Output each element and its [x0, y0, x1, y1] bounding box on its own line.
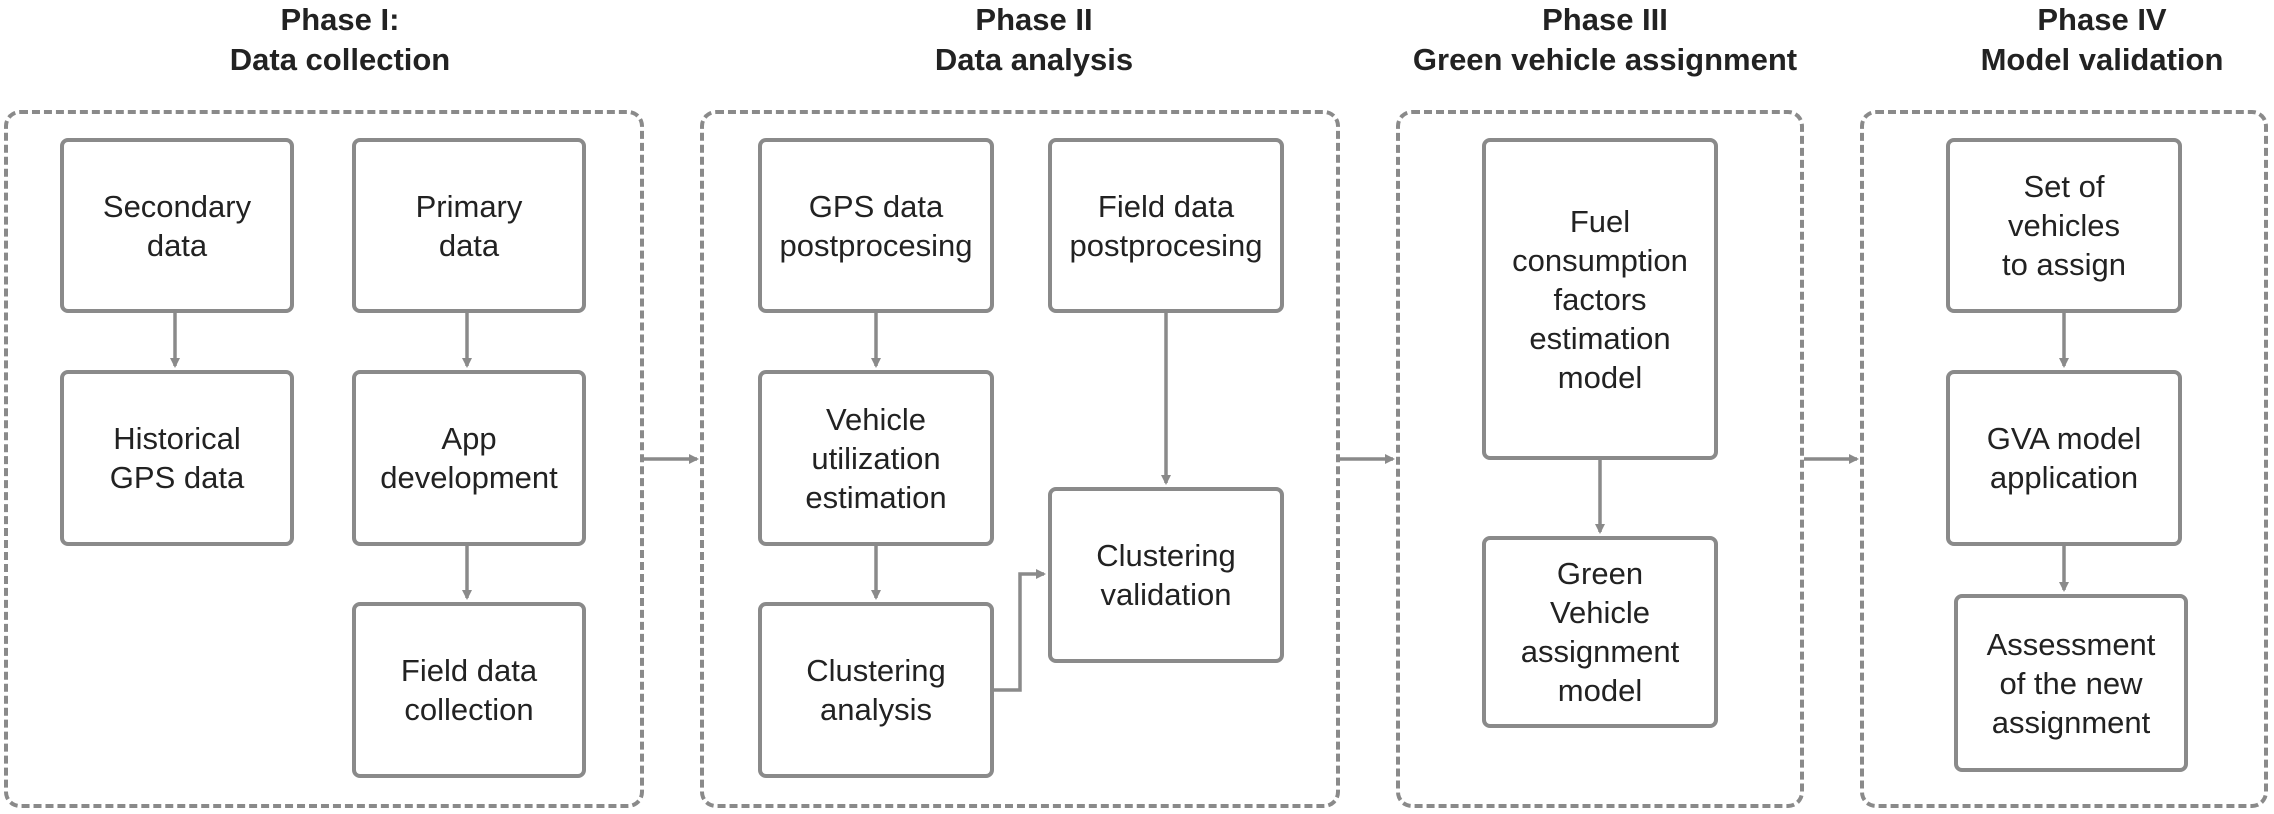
set-of-vehicles-line-2: vehicles — [2007, 208, 2120, 243]
app-development-box: App development — [352, 370, 586, 546]
field-postprocessing-line-2: postprocesing — [1069, 227, 1263, 263]
fuel-consumption-line-3: factors — [1553, 281, 1647, 317]
field-data-collection-line-2: collection — [404, 692, 534, 727]
historical-gps-line-1: Historical — [113, 421, 241, 456]
clustering-analysis-line-1: Clustering — [806, 653, 946, 688]
phase-4-title: Phase IV Model validation — [1872, 0, 2274, 80]
secondary-data-line-2: data — [146, 227, 208, 263]
phase-3-title-line-2: Green vehicle assignment — [1412, 42, 1798, 77]
phase-4-title-line-1: Phase IV — [2037, 2, 2167, 37]
field-data-collection-box: Field data collection — [352, 602, 586, 778]
clustering-validation-box: Clustering validation — [1048, 487, 1284, 663]
green-vehicle-line-3: assignment — [1520, 634, 1680, 669]
primary-data-line-1: Primary — [415, 188, 523, 224]
phase-4-title-line-2: Model validation — [1980, 42, 2224, 77]
gps-postprocessing-line-1: GPS data — [808, 188, 944, 224]
primary-data-line-2: data — [438, 227, 500, 263]
fuel-consumption-line-5: model — [1557, 359, 1643, 395]
arrow-clustering-to-validation — [993, 569, 1046, 692]
gva-application-box: GVA model application — [1946, 370, 2182, 546]
gva-application-line-2: application — [1989, 460, 2139, 495]
gva-application-line-1: GVA model — [1986, 421, 2142, 456]
phase-1-frame — [4, 110, 644, 808]
historical-gps-line-2: GPS data — [109, 460, 245, 495]
secondary-data-line-1: Secondary — [102, 188, 252, 224]
vehicle-utilization-line-1: Vehicle — [826, 401, 926, 437]
phase-2-title-line-1: Phase II — [975, 2, 1093, 37]
clustering-validation-line-2: validation — [1100, 577, 1232, 612]
phase-1-title-line-2: Data collection — [229, 42, 451, 77]
set-of-vehicles-box: Set of vehicles to assign — [1946, 138, 2182, 313]
phase-4-frame — [1860, 110, 2268, 808]
phase-3-title: Phase III Green vehicle assignment — [1375, 0, 1835, 80]
assessment-line-1: Assessment — [1986, 626, 2156, 662]
phase-2-title: Phase II Data analysis — [804, 0, 1264, 80]
set-of-vehicles-line-3: to assign — [2001, 247, 2127, 282]
app-development-line-1: App — [441, 421, 497, 456]
assessment-line-2: of the new — [1999, 665, 2143, 701]
gps-postprocessing-line-2: postprocesing — [779, 227, 973, 263]
fuel-consumption-line-4: estimation — [1529, 320, 1671, 356]
green-vehicle-line-2: Vehicle — [1550, 595, 1650, 630]
vehicle-utilization-line-2: utilization — [811, 440, 941, 476]
field-postprocessing-line-1: Field data — [1097, 188, 1235, 224]
vehicle-utilization-line-3: estimation — [805, 479, 947, 515]
clustering-validation-line-1: Clustering — [1096, 538, 1236, 573]
assessment-line-3: assignment — [1991, 704, 2151, 740]
phase-1-title: Phase I: Data collection — [110, 0, 570, 80]
fuel-consumption-line-1: Fuel — [1569, 203, 1631, 239]
clustering-analysis-line-2: analysis — [820, 692, 932, 727]
set-of-vehicles-line-1: Set of — [2023, 169, 2105, 204]
green-vehicle-line-1: Green — [1556, 556, 1644, 591]
fuel-consumption-line-2: consumption — [1512, 242, 1688, 278]
phase-1-title-line-1: Phase I: — [280, 2, 400, 37]
green-vehicle-line-4: model — [1557, 673, 1643, 708]
phase-3-title-line-1: Phase III — [1542, 2, 1668, 37]
app-development-line-2: development — [380, 460, 558, 495]
field-data-collection-line-1: Field data — [400, 653, 538, 688]
phase-3-frame — [1396, 110, 1804, 808]
clustering-analysis-box: Clustering analysis — [758, 602, 994, 778]
phase-2-title-line-2: Data analysis — [934, 42, 1134, 77]
phase-2-frame — [700, 110, 1340, 808]
